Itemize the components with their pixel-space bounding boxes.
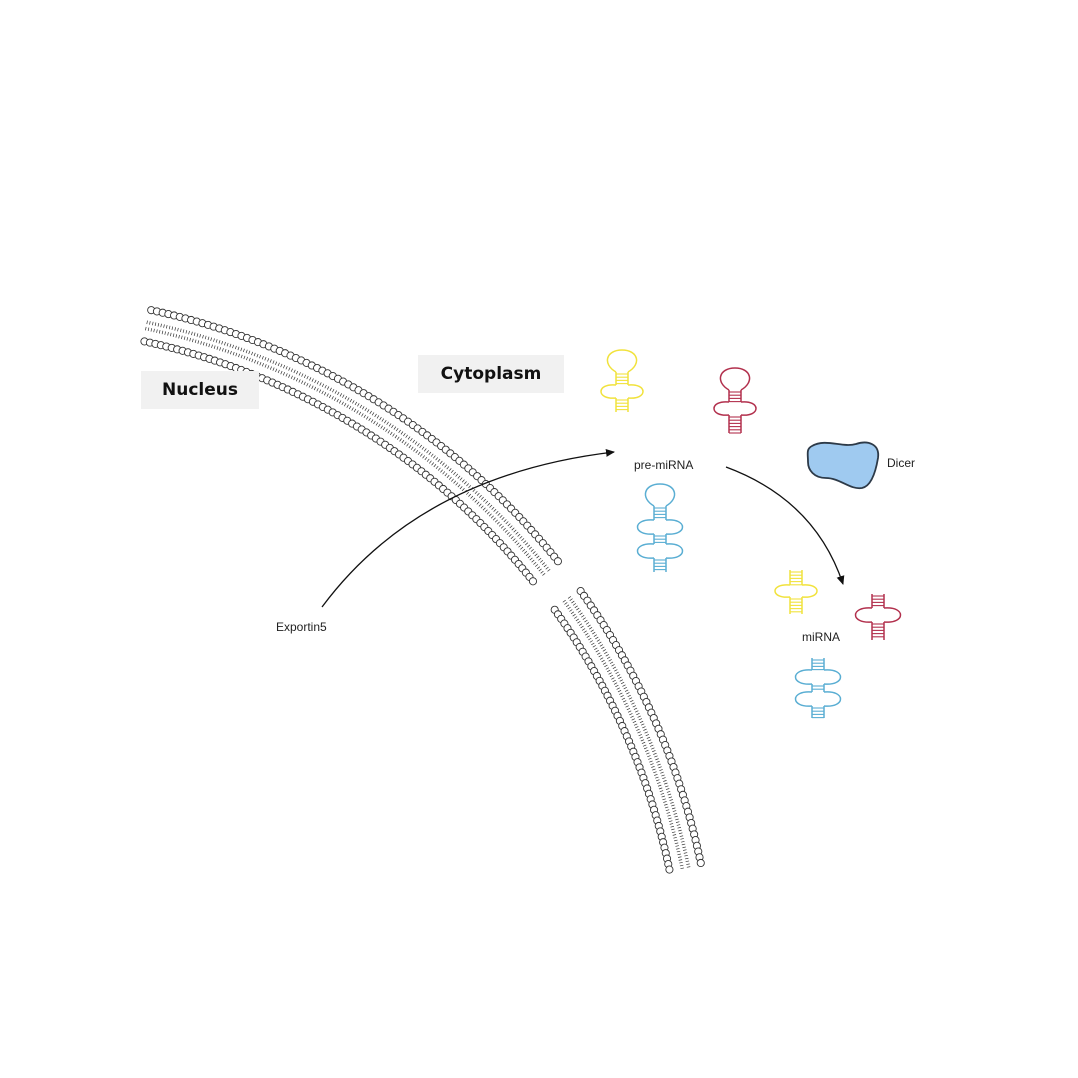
pre-mirna-red-hairpin — [713, 367, 757, 434]
nuclear-membrane-lower — [550, 587, 705, 874]
dicer-shape — [806, 441, 880, 490]
mirna-label: miRNA — [802, 630, 840, 644]
nuclear-membrane-upper — [140, 306, 562, 586]
export-arrow — [321, 448, 615, 608]
mirna-blue-duplex — [794, 658, 842, 719]
pre-mirna-yellow-hairpin — [600, 349, 644, 412]
processing-arrow — [725, 466, 845, 585]
nucleus-label: Nucleus — [141, 371, 259, 409]
mirna-red-duplex — [854, 594, 902, 640]
exportin5-label: Exportin5 — [276, 620, 327, 634]
cytoplasm-label: Cytoplasm — [418, 355, 564, 393]
dicer-label: Dicer — [887, 456, 916, 470]
mirna-yellow-duplex — [774, 570, 818, 614]
pre-mirna-label: pre-miRNA — [634, 458, 694, 472]
pre-mirna-blue-hairpin — [636, 483, 684, 572]
